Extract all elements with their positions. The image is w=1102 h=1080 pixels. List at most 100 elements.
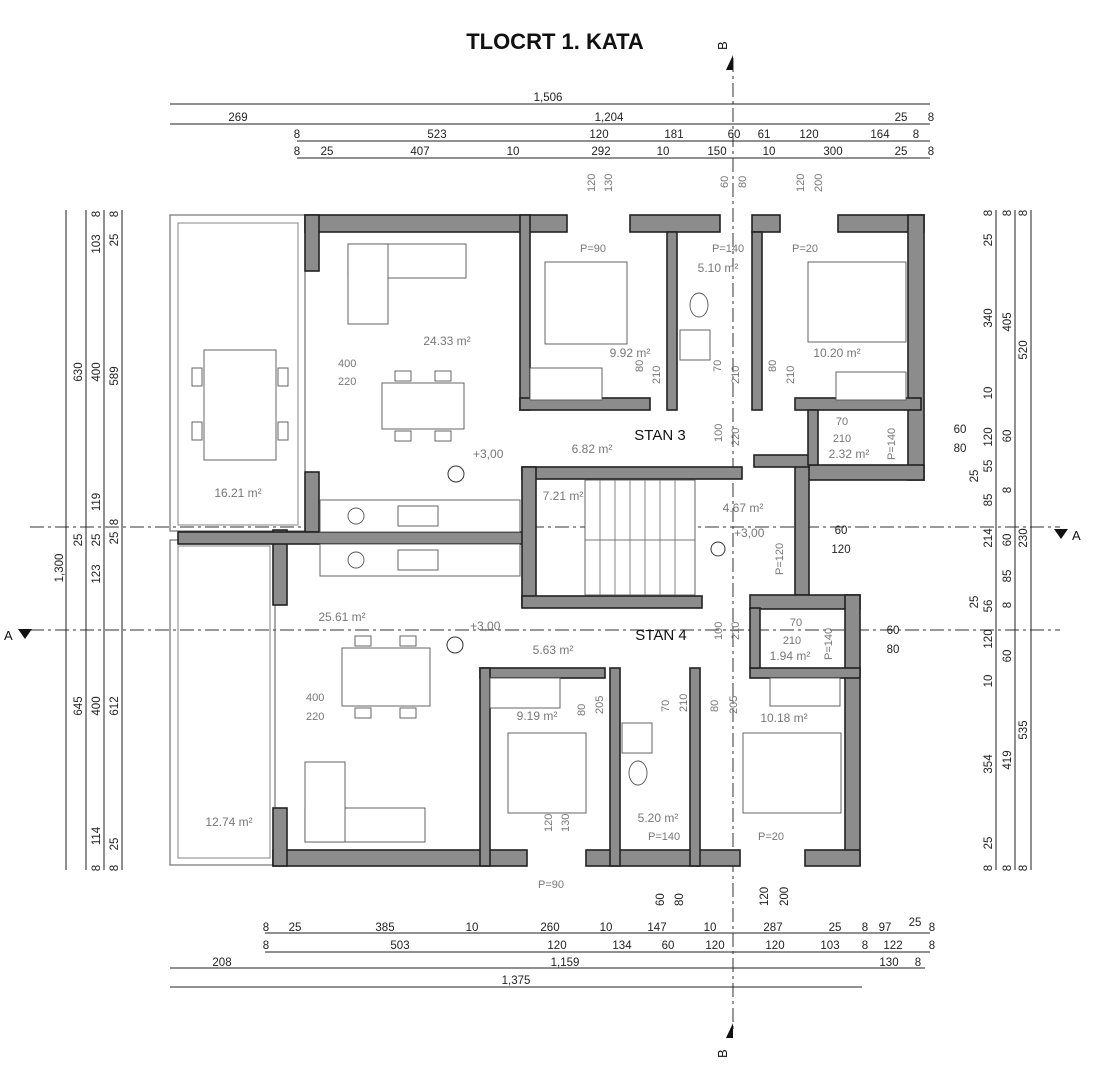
dim-label: 60 xyxy=(728,129,741,141)
area-bathroom-4: 5.20 m² xyxy=(638,811,679,825)
opening-labels: 400 220 400 220 120 130 60 80 120 200 80… xyxy=(306,174,966,906)
dim-label: 612 xyxy=(109,696,121,715)
chair-icon xyxy=(399,635,417,647)
dim-label: 8 xyxy=(929,922,935,934)
wall-bed4a-left xyxy=(479,667,491,867)
opening-label: 80 xyxy=(634,360,646,372)
level-value: +3,00 xyxy=(734,526,765,540)
opening-label: 120 xyxy=(795,174,807,192)
wardrobe-icon xyxy=(835,371,907,401)
dim-label: 114 xyxy=(91,826,103,845)
opening-label: 60 xyxy=(719,176,731,188)
sill-bedroom-4a: P=90 xyxy=(538,879,564,891)
dim-label: 150 xyxy=(707,146,726,158)
wall-core-right xyxy=(794,464,810,596)
chair-icon xyxy=(277,421,289,441)
window-living-4-height: 220 xyxy=(306,711,324,723)
dim-label: 25 xyxy=(909,917,922,929)
wall-wc4-left xyxy=(749,607,761,669)
dim-label: 535 xyxy=(1018,720,1030,739)
dim-label: 25 xyxy=(73,534,85,547)
opening-label: 210 xyxy=(730,622,742,640)
wall-bath4-right xyxy=(689,667,701,867)
dim-label: 60 xyxy=(1002,534,1014,547)
dim-label: 340 xyxy=(983,308,995,327)
bed-icon xyxy=(507,732,587,814)
chair-icon xyxy=(191,421,203,441)
opening-label: 220 xyxy=(730,428,742,446)
dim-label: 8 xyxy=(1002,865,1014,871)
sill-wc-4: P=140 xyxy=(823,628,835,660)
dim-label: 120 xyxy=(983,629,995,648)
chair-icon xyxy=(354,707,372,719)
dim-label: 292 xyxy=(591,146,610,158)
balcony-upper-inner xyxy=(177,222,299,526)
wall-bottom-1 xyxy=(272,849,486,867)
wall-left-upper-b xyxy=(304,471,320,533)
area-bedroom-4a: 9.19 m² xyxy=(517,709,558,723)
dim-label: 300 xyxy=(823,146,842,158)
area-stairs: 7.21 m² xyxy=(543,489,584,503)
dim-label: 25 xyxy=(109,838,121,851)
area-balcony-3: 16.21 m² xyxy=(214,486,261,500)
opening-label: 205 xyxy=(728,696,740,714)
dim-label: 645 xyxy=(73,696,85,715)
opening-label: 120 xyxy=(759,887,771,906)
area-landing: 4.67 m² xyxy=(723,501,764,515)
sink-icon xyxy=(397,505,439,527)
level-marker-2: +3,00 xyxy=(710,526,765,557)
wardrobe-icon xyxy=(489,677,561,709)
dim-label: 385 xyxy=(375,922,394,934)
wall-wc4-top xyxy=(749,594,861,610)
dim-label: 181 xyxy=(664,129,683,141)
dim-label: 60 xyxy=(662,940,675,952)
chair-icon xyxy=(354,635,372,647)
opening-label: 70 xyxy=(836,416,848,428)
section-marker-a-left: A xyxy=(4,628,32,643)
dim-label: 589 xyxy=(109,366,121,385)
wall-core-left xyxy=(521,466,537,608)
section-a-arrow-right xyxy=(1054,529,1068,539)
wall-bottom-3 xyxy=(585,849,699,867)
dim-label: 55 xyxy=(983,460,995,473)
balcony-upper-outline xyxy=(169,214,306,532)
opening-label: 205 xyxy=(594,696,606,714)
wall-bath4-left xyxy=(609,667,621,867)
dim-label: 120 xyxy=(547,940,566,952)
level-value: +3,00 xyxy=(470,619,501,633)
dim-label: 419 xyxy=(1002,750,1014,769)
opening-label: 120 xyxy=(831,544,850,556)
section-lines xyxy=(30,58,1060,1030)
wall-bottom-2 xyxy=(484,849,528,867)
balcony-table-icon xyxy=(203,349,277,461)
wardrobe-icon xyxy=(529,367,603,401)
dim-label: 123 xyxy=(91,564,103,583)
dim-label: 8 xyxy=(929,940,935,952)
section-b-arrow-top xyxy=(726,55,733,70)
opening-label: 80 xyxy=(576,704,588,716)
level-icon xyxy=(447,465,465,483)
opening-label: 60 xyxy=(655,893,667,906)
staircase-icon xyxy=(584,479,696,596)
opening-label: 200 xyxy=(779,887,791,906)
sill-bedroom-3a: P=90 xyxy=(580,243,606,255)
dim-label: 400 xyxy=(91,362,103,381)
opening-label: 60 xyxy=(835,525,848,537)
dim-label: 10 xyxy=(983,675,995,688)
area-living-3: 24.33 m² xyxy=(423,334,470,348)
bottom-dimensions: 8 25 385 10 260 10 147 10 287 25 8 97 25… xyxy=(170,917,935,988)
opening-label: 130 xyxy=(560,814,572,832)
wall-right-step xyxy=(807,464,925,481)
sill-bathroom-4: P=140 xyxy=(648,831,680,843)
window-living-3-width: 400 xyxy=(338,358,356,370)
dim-label: 400 xyxy=(91,696,103,715)
dim-label: 8 xyxy=(915,957,921,969)
dim-label: 354 xyxy=(983,754,995,774)
dim-label: 25 xyxy=(983,234,995,247)
dim-label: 130 xyxy=(879,957,898,969)
chair-icon xyxy=(399,707,417,719)
bed-icon xyxy=(807,261,907,343)
dim-label: 8 xyxy=(862,922,868,934)
wall-bed4a-top xyxy=(479,667,606,679)
